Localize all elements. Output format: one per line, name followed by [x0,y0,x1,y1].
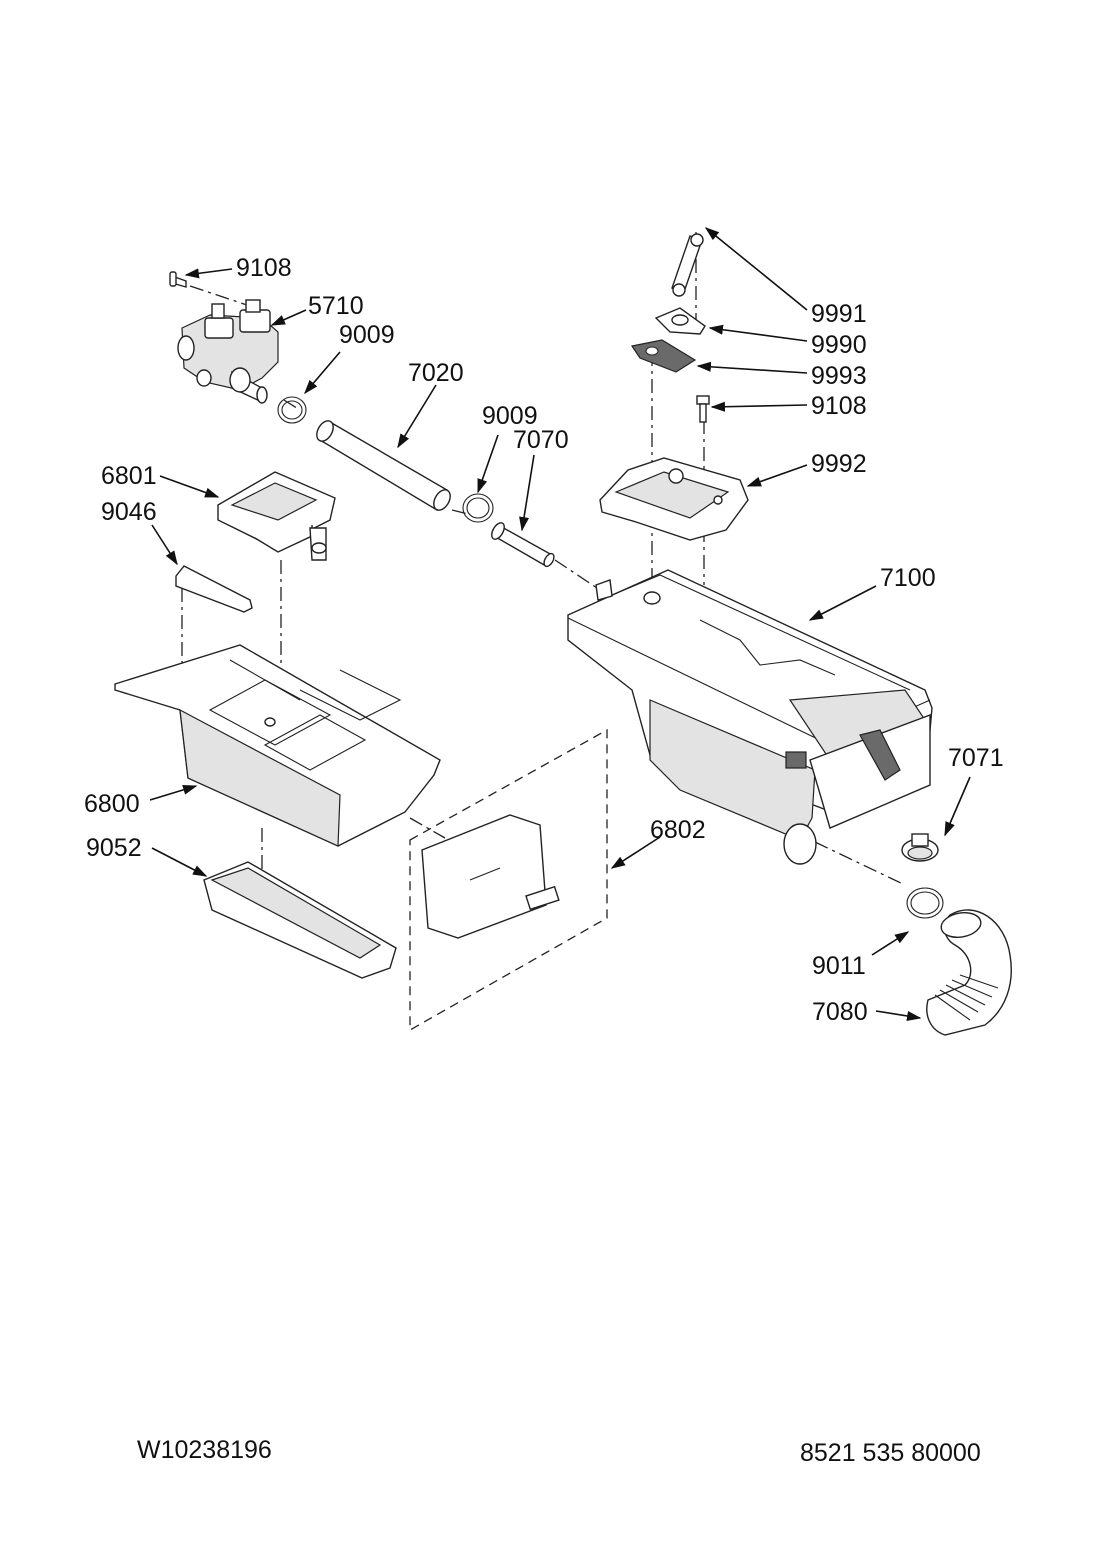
document-number: 8521 535 80000 [800,1439,981,1467]
label-7070: 7070 [513,426,569,454]
siphon-cap-6801 [217,471,336,561]
label-9052: 9052 [86,834,142,862]
bracket-9990 [654,307,706,335]
drawer-handle-6802 [421,814,560,939]
label-9046: 9046 [101,498,157,526]
label-9993: 9993 [811,362,867,390]
label-9009-right: 9009 [482,402,538,430]
check-valve-7071 [901,833,939,862]
label-7080: 7080 [812,998,868,1026]
label-9992: 9992 [811,450,867,478]
label-7071: 7071 [948,744,1004,772]
dispenser-housing-7100 [567,569,933,865]
label-6800: 6800 [84,790,140,818]
hose-7020 [316,420,451,511]
inlet-7070 [491,522,555,568]
gasket-9993 [631,339,697,373]
clip-9046 [175,565,253,613]
label-7100: 7100 [880,564,936,592]
label-9991: 9991 [811,300,867,328]
label-7020: 7020 [408,359,464,387]
screw-9108-left [169,271,187,288]
label-9990: 9990 [811,331,867,359]
actuator-9992 [599,457,749,541]
document-id: W10238196 [137,1436,272,1464]
clamp-9009-left [277,396,307,424]
link-arm-9991 [671,233,704,297]
part-labels: 9108 5710 9009 7020 9009 7070 6801 9046 … [84,254,1004,1026]
label-9108-top: 9108 [236,254,292,282]
clamp-9009-right [462,493,494,523]
drain-hose-7080 [926,909,1012,1036]
label-9009-left: 9009 [339,321,395,349]
label-9011: 9011 [812,952,866,980]
label-6801: 6801 [101,462,157,490]
label-6802: 6802 [650,816,706,844]
label-5710: 5710 [308,292,364,320]
screw-9108-right [696,395,710,423]
leader-lines [149,227,971,1021]
tray-9052 [203,861,397,979]
dispenser-drawer-6800 [114,644,441,847]
water-valve-5710 [177,299,279,404]
label-9108-right: 9108 [811,392,867,420]
clamp-9011 [906,887,944,919]
